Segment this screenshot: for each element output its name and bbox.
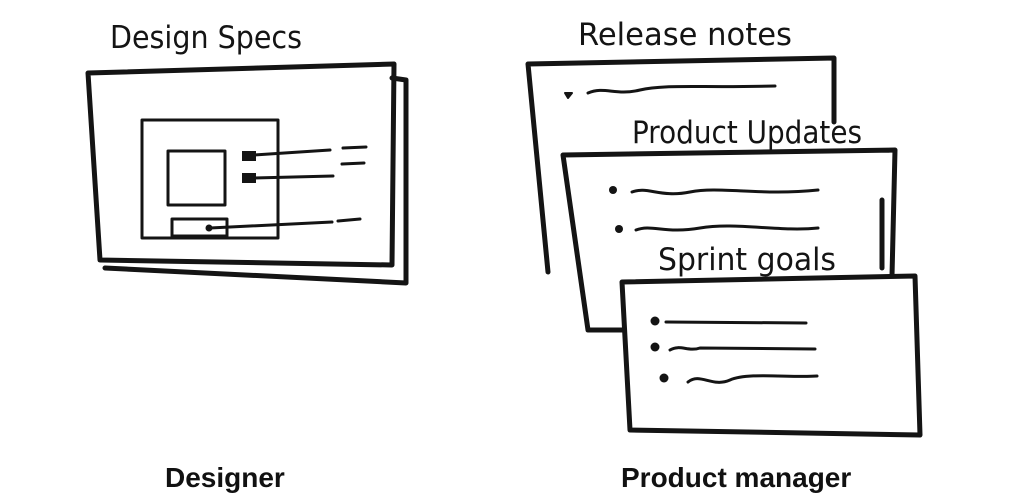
product-updates-line-2 [634, 224, 820, 232]
role-product-manager: Product manager [621, 462, 852, 493]
design-specs-card [85, 61, 409, 286]
design-specs-back-sheet [102, 75, 409, 286]
product-updates-line-1 [630, 188, 820, 196]
annotation-line-3 [208, 220, 334, 230]
design-specs-front-sheet [85, 61, 397, 268]
annotation-dash-2 [340, 161, 366, 166]
label-release-notes: Release notes [578, 17, 792, 53]
sprint-goals-sheet [619, 273, 923, 438]
sprint-goals-line-1 [664, 320, 808, 325]
product-updates-card [560, 147, 898, 333]
annotation-marker-2 [242, 173, 256, 183]
annotation-dash-1 [341, 145, 368, 150]
release-notes-sheet [525, 55, 885, 275]
label-product-updates: Product Updates [632, 115, 862, 151]
release-notes-card [525, 55, 885, 275]
sprint-goals-card [619, 273, 923, 438]
annotation-line-2 [252, 174, 335, 180]
wireframe-frame [140, 118, 280, 240]
product-updates-bullet-1 [609, 186, 617, 194]
role-designer: Designer [165, 462, 285, 493]
annotation-marker-1 [242, 151, 256, 161]
product-updates-sheet [560, 147, 898, 333]
label-design-specs: Design Specs [110, 20, 302, 56]
annotation-line-1 [252, 148, 332, 157]
sprint-goals-line-3 [686, 374, 819, 384]
annotation-dash-3 [336, 217, 362, 223]
label-sprint-goals: Sprint goals [658, 242, 836, 278]
sprint-goals-bullet-1 [650, 316, 660, 326]
wireframe-image-box [166, 149, 227, 207]
product-updates-bullet-2 [615, 225, 623, 233]
sprint-goals-line-2 [668, 346, 817, 352]
release-notes-bullet [564, 92, 573, 99]
release-notes-line [586, 84, 777, 95]
sprint-goals-bullet-3 [659, 373, 669, 383]
sprint-goals-bullet-2 [650, 342, 660, 352]
